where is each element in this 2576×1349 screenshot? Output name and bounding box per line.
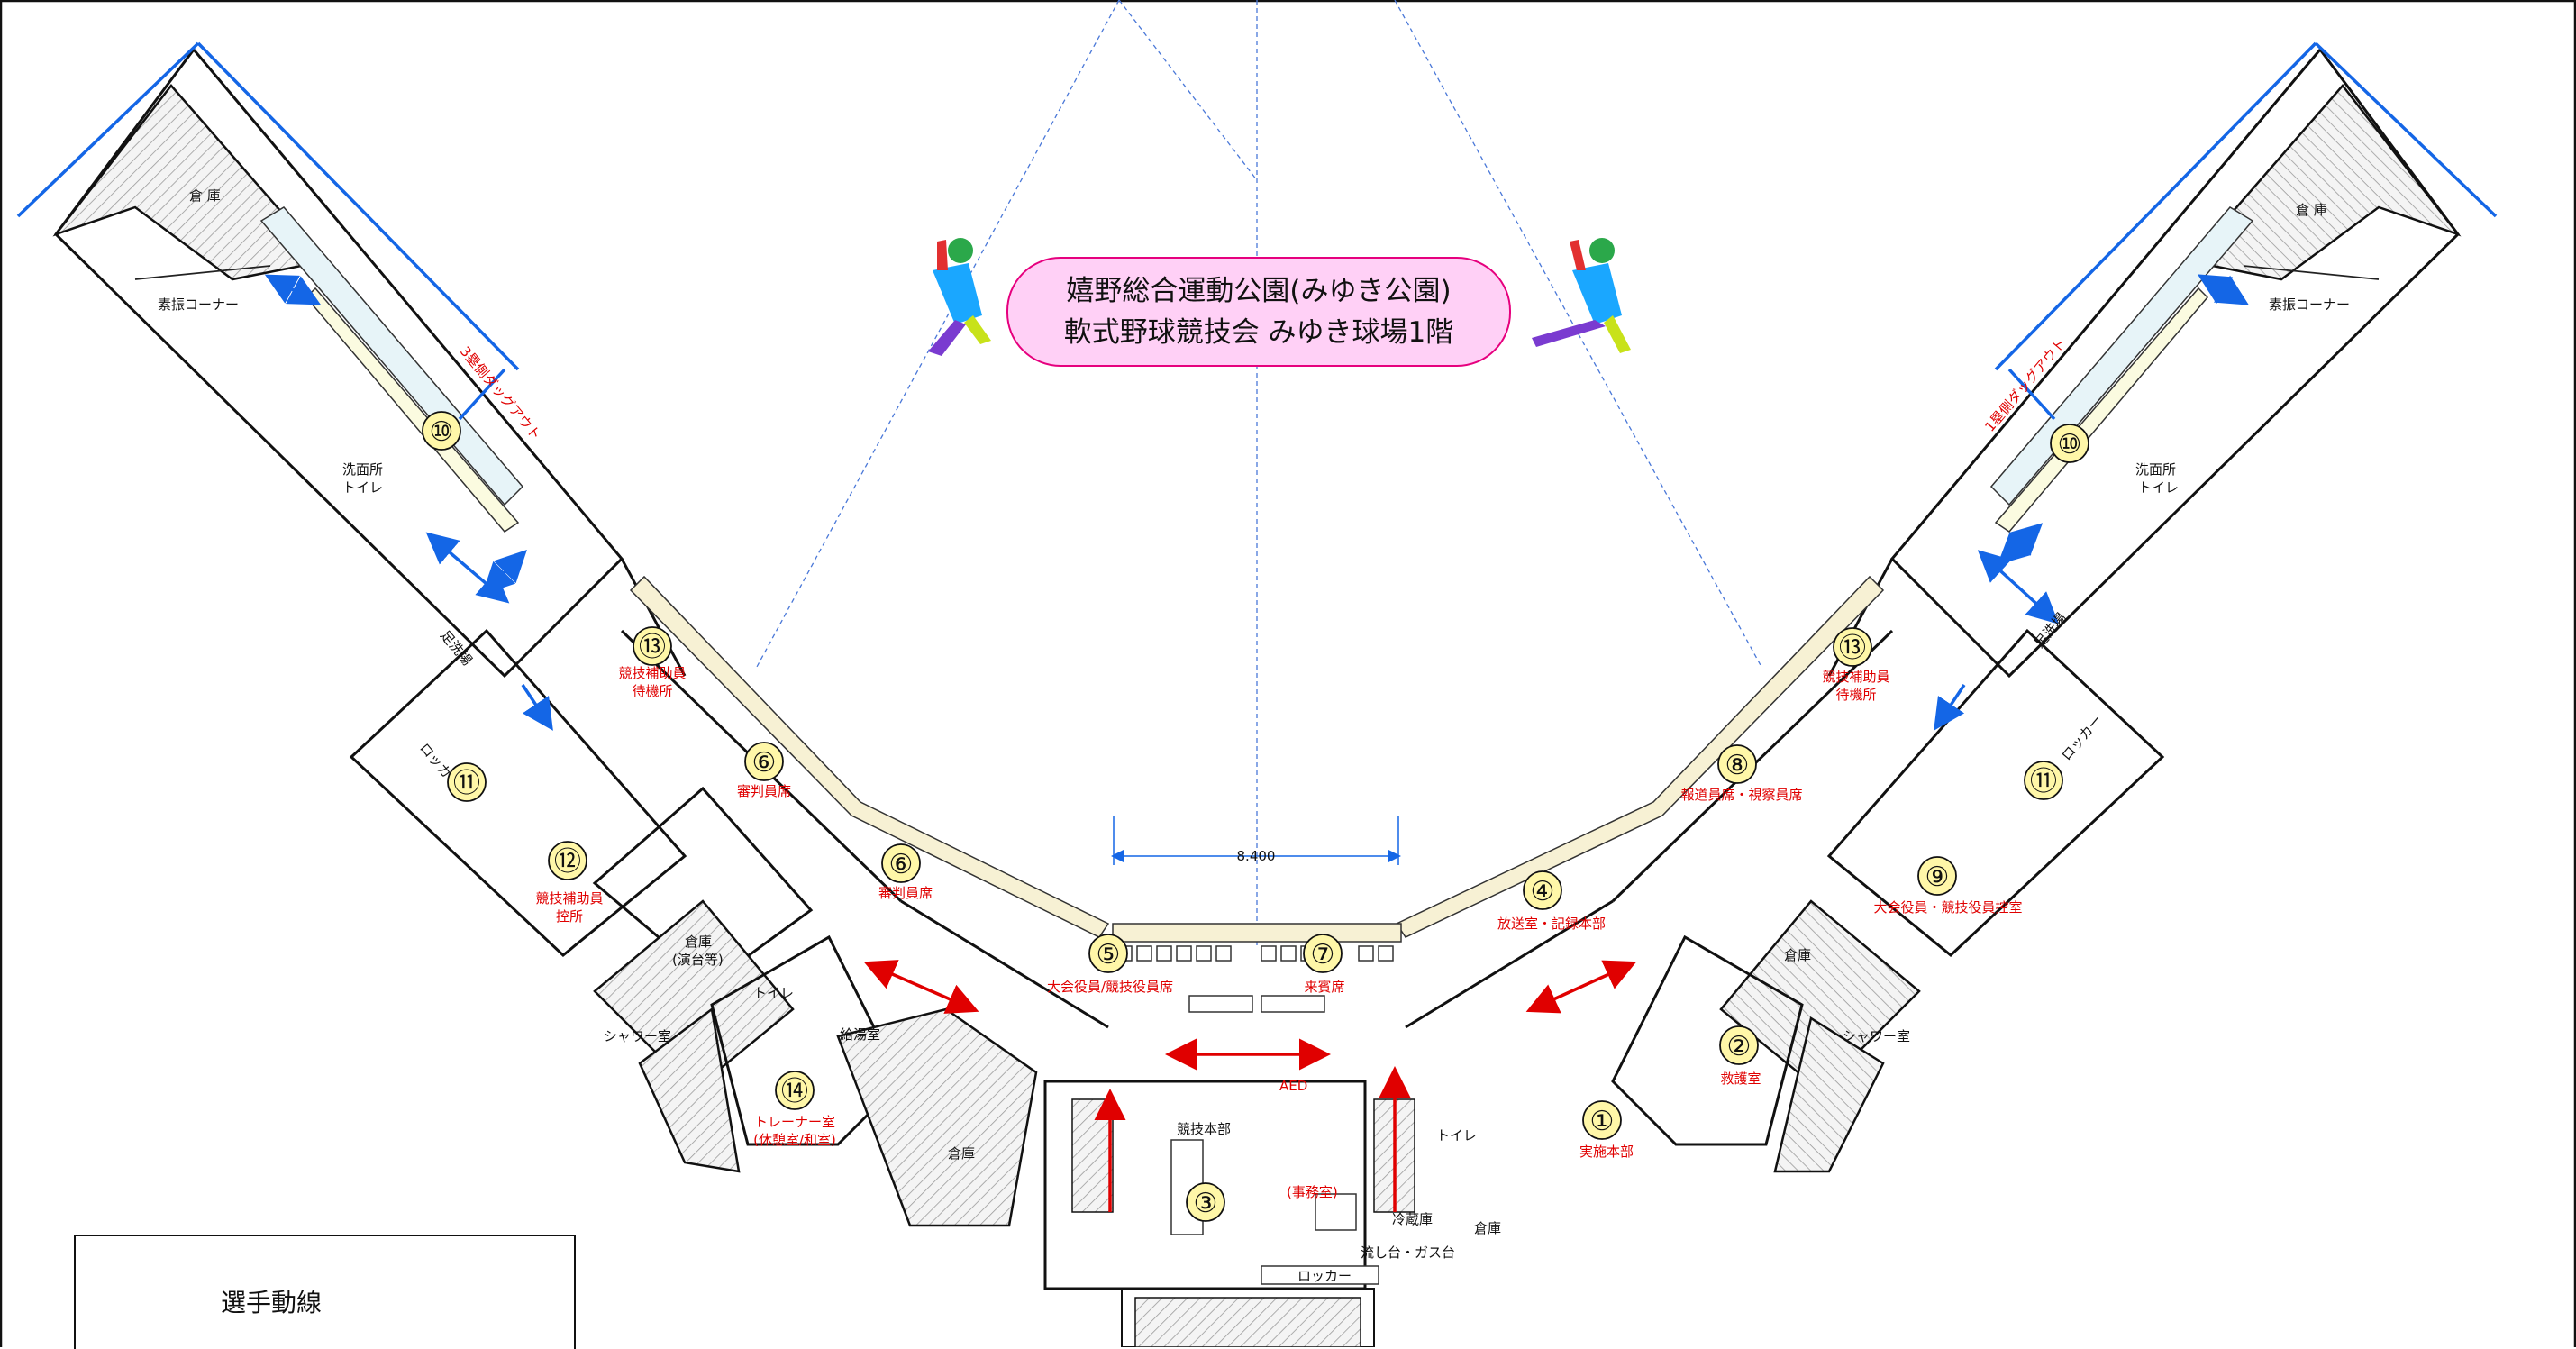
svg-text:⑩: ⑩ [2058, 429, 2082, 460]
svg-text:⑨: ⑨ [1925, 861, 1950, 893]
svg-text:⑦: ⑦ [1311, 939, 1335, 971]
room-storage-right: 倉 庫 [2296, 202, 2327, 218]
room-hq: 競技本部 [1177, 1121, 1231, 1137]
svg-text:放送室・記録本部: 放送室・記録本部 [1497, 916, 1606, 932]
marker-2: ② 救護室 [1719, 1025, 1761, 1087]
marker-5: ⑤ 大会役員/競技役員席 [1047, 934, 1173, 995]
marker-6b: ⑥ 審判員席 [878, 843, 933, 901]
svg-text:救護室: 救護室 [1720, 1071, 1761, 1087]
field-guide-lines [756, 0, 1762, 946]
room-kitchenette: 給湯室 [840, 1026, 880, 1043]
room-storage-bottom-right: 倉庫 [1474, 1220, 1501, 1236]
svg-text:⑤: ⑤ [1097, 939, 1121, 971]
svg-text:⑪: ⑪ [2030, 766, 2057, 798]
red-flow-arrows [863, 960, 1637, 1212]
room-office: (事務室) [1287, 1184, 1338, 1200]
room-toilet-left: トイレ [342, 479, 383, 496]
svg-text:⑥: ⑥ [889, 849, 914, 880]
marker-10-left: ⑩ [422, 411, 461, 451]
svg-text:⑥: ⑥ [752, 747, 777, 779]
aed-label: AED [1279, 1078, 1307, 1094]
svg-text:⑬: ⑬ [1839, 633, 1866, 664]
marker-6a: ⑥ 審判員席 [737, 742, 791, 799]
svg-text:審判員席: 審判員席 [737, 783, 791, 799]
marker-10-right: ⑩ [2050, 424, 2089, 463]
room-swing-corner-right: 素振コーナー [2269, 296, 2350, 313]
legend-box [74, 1235, 576, 1349]
marker-13-left: ⑬ 競技補助員 待機所 [618, 626, 687, 699]
room-sink: 流し台・ガス台 [1361, 1244, 1455, 1261]
marker-13-right: ⑬ 競技補助員 待機所 [1822, 627, 1890, 703]
svg-text:⑭: ⑭ [781, 1076, 808, 1107]
svg-text:報道員席・視察員席: 報道員席・視察員席 [1680, 787, 1802, 803]
player-flow-arrows [16, 41, 2498, 1317]
room-washroom-left: 洗面所 [342, 461, 383, 478]
room-washroom-right: 洗面所 [2135, 461, 2176, 478]
svg-text:来賓席: 来賓席 [1304, 979, 1344, 995]
svg-text:⑫: ⑫ [554, 846, 581, 878]
room-locker-center: ロッカー [1297, 1268, 1352, 1284]
room-storage-right-small: 倉庫 [1784, 947, 1811, 963]
dimension-marker: 8.400 [1111, 816, 1401, 865]
marker-12: ⑫ 競技補助員 控所 [535, 841, 604, 925]
marker-7: ⑦ 来賓席 [1303, 934, 1345, 995]
legend-label: 選手動線 [221, 1288, 323, 1317]
room-fridge: 冷蔵庫 [1392, 1211, 1433, 1227]
room-storage-podium: 倉庫 [685, 934, 712, 950]
room-storage-podium-sub: (演台等) [672, 952, 724, 968]
room-storage-left: 倉 庫 [189, 187, 221, 204]
title-line-2: 軟式野球競技会 みゆき球場1階 [1063, 316, 1454, 349]
title-banner: 嬉野総合運動公園(みゆき公園) 軟式野球競技会 みゆき球場1階 [1006, 257, 1511, 367]
pitcher-icon-left [928, 238, 991, 356]
svg-text:⑧: ⑧ [1725, 750, 1750, 781]
room-toilet-center-right: トイレ [1436, 1127, 1477, 1144]
svg-text:トレーナー室: トレーナー室 [754, 1114, 835, 1130]
room-toilet-center-left: トイレ [753, 985, 794, 1001]
title-line-1: 嬉野総合運動公園(みゆき公園) [1066, 275, 1452, 307]
room-shower-right: シャワー室 [1843, 1028, 1910, 1044]
marker-4: ④ 放送室・記録本部 [1497, 870, 1606, 932]
svg-text:⑩: ⑩ [430, 416, 454, 448]
room-toilet-right: トイレ [2138, 479, 2179, 496]
left-wing [52, 47, 1110, 1227]
svg-text:競技補助員: 競技補助員 [618, 665, 686, 681]
marker-3: ③ [1186, 1182, 1225, 1222]
seat-rows [1116, 945, 1394, 962]
svg-text:②: ② [1727, 1031, 1752, 1062]
svg-text:大会役員/競技役員席: 大会役員/競技役員席 [1047, 979, 1173, 995]
room-shower-left: シャワー室 [604, 1028, 671, 1044]
svg-text:待機所: 待機所 [632, 683, 672, 699]
dimension-label: 8.400 [1237, 848, 1276, 864]
svg-text:待機所: 待機所 [1835, 687, 1876, 703]
svg-text:競技補助員: 競技補助員 [535, 890, 603, 907]
svg-text:(休憩室/和室): (休憩室/和室) [753, 1132, 836, 1148]
svg-text:審判員席: 審判員席 [878, 885, 933, 901]
room-storage-center: 倉庫 [948, 1145, 975, 1162]
svg-text:①: ① [1590, 1106, 1615, 1137]
room-locker-right: ロッカー [2058, 712, 2105, 764]
marker-9: ⑨ 大会役員・競技役員控室 [1873, 856, 2023, 916]
svg-text:④: ④ [1531, 876, 1555, 907]
svg-text:⑪: ⑪ [453, 768, 480, 799]
svg-text:大会役員・競技役員控室: 大会役員・競技役員控室 [1873, 899, 2022, 916]
pitcher-icon-right [1532, 238, 1631, 353]
svg-text:③: ③ [1194, 1188, 1218, 1219]
marker-8: ⑧ 報道員席・視察員席 [1680, 744, 1803, 803]
marker-11-right: ⑪ [2024, 761, 2063, 800]
marker-11-left: ⑪ [447, 762, 487, 802]
svg-text:競技補助員: 競技補助員 [1822, 669, 1889, 685]
svg-text:控所: 控所 [556, 908, 583, 925]
svg-text:⑬: ⑬ [639, 632, 666, 663]
room-swing-corner-left: 素振コーナー [158, 296, 239, 313]
marker-1: ① 実施本部 [1579, 1100, 1634, 1160]
svg-text:実施本部: 実施本部 [1579, 1144, 1634, 1160]
marker-14: ⑭ トレーナー室 (休憩室/和室) [753, 1071, 836, 1148]
